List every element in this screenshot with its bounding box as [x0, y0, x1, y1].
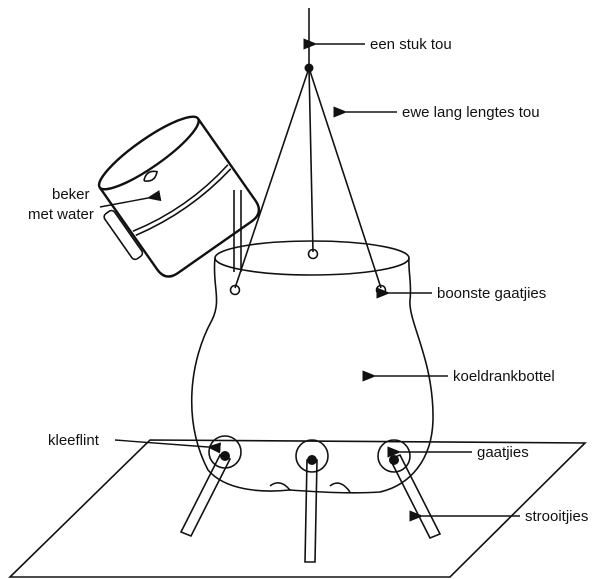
label-putty: kleeflint: [48, 432, 100, 449]
ground-plane: [8, 439, 587, 578]
top-hole-left: [229, 284, 241, 296]
string-middle: [308, 67, 314, 253]
arrow-cup: [99, 190, 162, 208]
straw-left: [179, 453, 232, 538]
putty-middle: [295, 439, 329, 473]
arrow-putty: [114, 439, 221, 454]
straw-middle: [304, 459, 318, 563]
label-straws: strooitjies: [525, 508, 588, 525]
label-cup-line2: met water: [28, 206, 94, 223]
label-top-holes: boonste gaatjies: [437, 285, 546, 302]
top-hole-middle: [307, 248, 319, 260]
label-holes: gaatjies: [477, 444, 529, 461]
straw-right: [388, 453, 442, 540]
label-cup-line1: beker: [52, 186, 90, 203]
string-right: [308, 67, 382, 289]
label-equal-strings: ewe lang lengtes tou: [402, 104, 540, 121]
label-bottle: koeldrankbottel: [453, 368, 555, 385]
soda-bottle: [190, 240, 434, 494]
label-string: een stuk tou: [370, 36, 452, 53]
cup-with-water: [97, 115, 261, 278]
string-left: [234, 67, 310, 289]
